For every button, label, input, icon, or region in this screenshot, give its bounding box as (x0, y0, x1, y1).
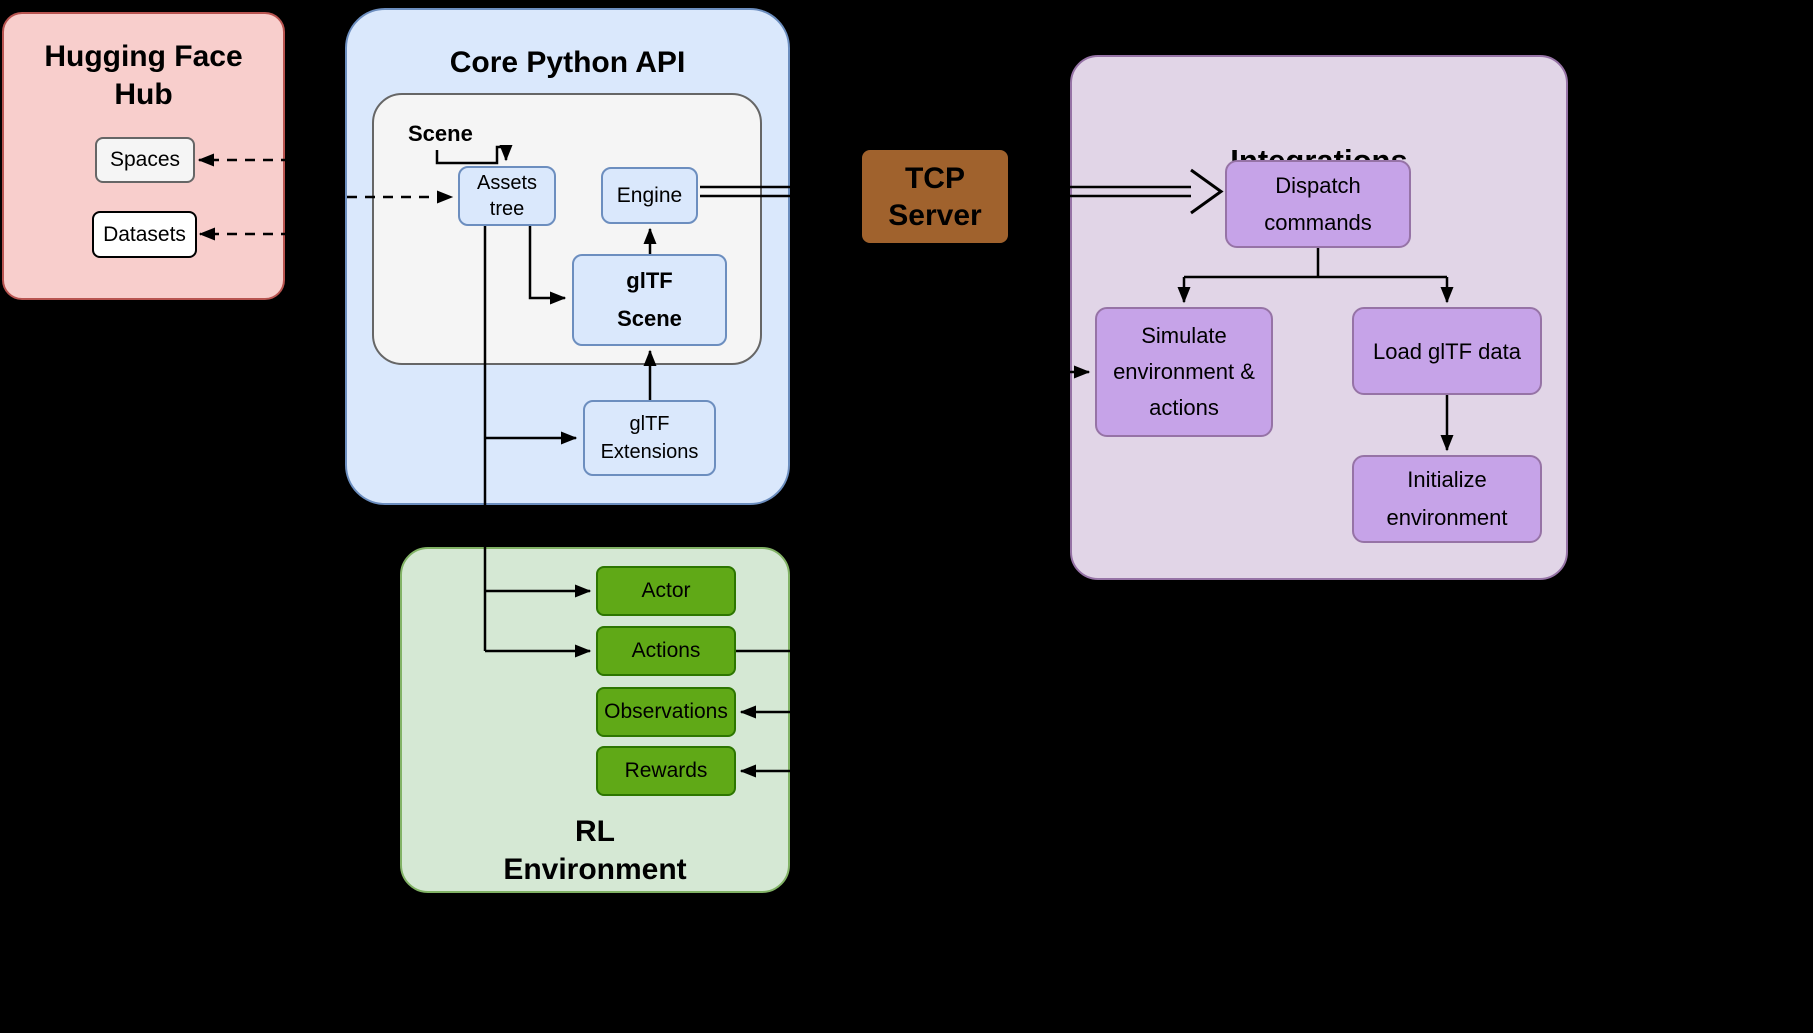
rewards-node: Rewards (596, 746, 736, 796)
gltf-extensions-node: glTF Extensions (583, 400, 716, 476)
actor-node: Actor (596, 566, 736, 616)
datasets-node: Datasets (92, 211, 197, 258)
observations-node: Observations (596, 687, 736, 737)
actions-node: Actions (596, 626, 736, 676)
simulate-environment-node: Simulate environment & actions (1095, 307, 1273, 437)
gltf-scene-node: glTF Scene (572, 254, 727, 346)
scene-label: Scene (408, 121, 473, 146)
load-gltf-data-node: Load glTF data (1352, 307, 1542, 395)
spaces-node: Spaces (95, 137, 195, 183)
core-python-api-title: Core Python API (449, 46, 686, 79)
rl-environment-title: RL Environment (503, 815, 687, 886)
hugging-face-hub-title: Hugging Face Hub (44, 40, 243, 111)
dispatch-commands-node: Dispatch commands (1225, 160, 1411, 248)
engine-node: Engine (601, 167, 698, 224)
tcp-server-node: TCP Server (860, 148, 1010, 245)
assets-tree-node: Assets tree (458, 166, 556, 226)
initialize-environment-node: Initialize environment (1352, 455, 1542, 543)
